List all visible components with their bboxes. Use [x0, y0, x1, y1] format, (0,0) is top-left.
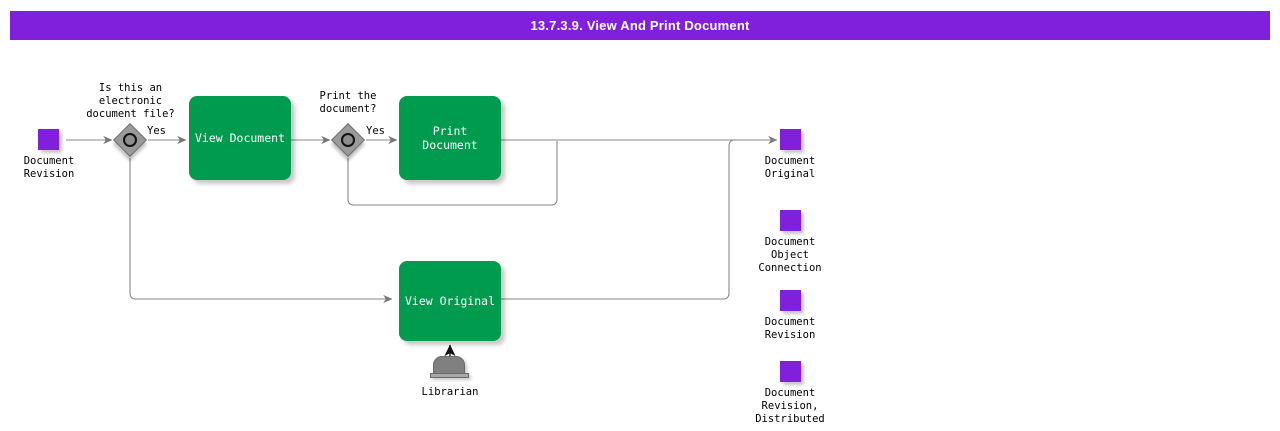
role-dome-icon: [433, 356, 465, 374]
role-librarian-label: Librarian: [421, 386, 479, 398]
legend-square-icon: [780, 290, 801, 311]
task-view-document-label: View Document: [195, 131, 286, 145]
start-event-label: Document Revision: [23, 155, 75, 180]
legend-item-label: Document Revision: [764, 316, 816, 341]
legend-item-label: Document Revision, Distributed: [755, 387, 825, 425]
legend-item-label: Document Object Connection: [758, 236, 822, 274]
legend-square-icon: [780, 361, 801, 382]
gateway-print-document-yes-label: Yes: [366, 125, 385, 137]
document-original-square: [780, 129, 801, 150]
flow-view-original-to-end: [501, 139, 777, 300]
end-event-label: Document Original: [764, 155, 816, 180]
task-print-document-label: Print Document: [422, 124, 478, 152]
page-title: 13.7.3.9. View And Print Document: [530, 18, 750, 33]
gateway-circle-icon: [123, 133, 137, 147]
gateway-circle-icon: [341, 133, 355, 147]
gateway-print-document-label: Print the document?: [319, 90, 377, 115]
gateway-electronic-document[interactable]: [113, 123, 147, 157]
role-base-icon: [430, 373, 469, 378]
document-revision-square: [38, 129, 59, 150]
task-view-original-label: View Original: [405, 294, 496, 308]
page-title-bar: 13.7.3.9. View And Print Document: [10, 11, 1270, 40]
task-view-original[interactable]: View Original: [399, 261, 501, 341]
task-view-document[interactable]: View Document: [189, 96, 291, 180]
gateway-electronic-document-label: Is this an electronic document file?: [86, 82, 175, 120]
gateway-electronic-document-yes-label: Yes: [147, 125, 166, 137]
task-print-document[interactable]: Print Document: [399, 96, 501, 180]
legend-square-icon: [780, 210, 801, 231]
gateway-print-document[interactable]: [331, 123, 365, 157]
role-librarian-icon[interactable]: [430, 356, 470, 382]
